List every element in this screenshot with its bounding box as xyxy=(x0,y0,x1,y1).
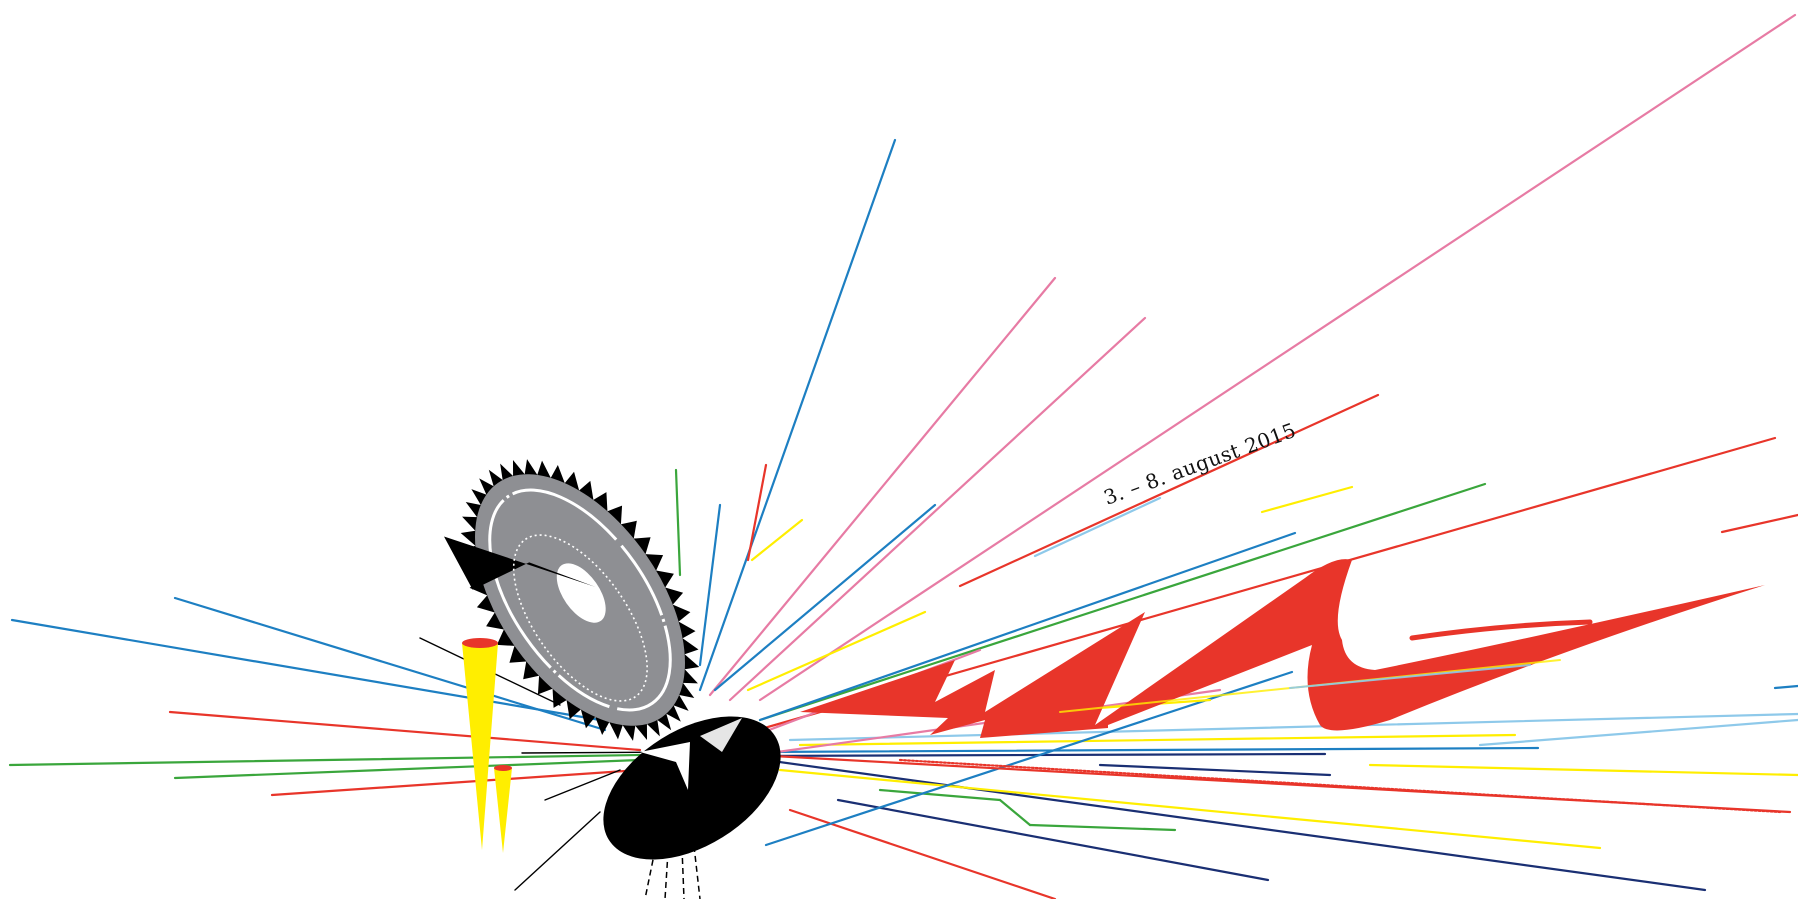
overlay-streaks xyxy=(1059,659,1561,713)
ray-line xyxy=(173,758,642,780)
ray-line xyxy=(763,758,1707,892)
ray-line xyxy=(746,610,927,692)
ray-line xyxy=(544,769,621,801)
lightning-zigzag-icon xyxy=(800,559,1765,738)
ray-line xyxy=(798,733,1517,747)
ray-line xyxy=(788,808,1057,899)
ray-line xyxy=(758,13,1797,702)
ray-line xyxy=(746,463,768,562)
event-date-label: 3. – 8. august 2015 xyxy=(1101,418,1300,510)
ray-line xyxy=(1028,823,1177,832)
ray-line xyxy=(1773,684,1798,690)
ray-line xyxy=(698,138,897,692)
ray-line xyxy=(998,798,1032,827)
ray-line xyxy=(728,316,1147,702)
ray-line xyxy=(758,482,1487,722)
ray-line xyxy=(10,618,602,722)
ray-line xyxy=(698,503,722,667)
ray-line xyxy=(674,468,682,577)
ray-line xyxy=(758,746,1540,754)
red-brush-stroke xyxy=(1409,619,1593,641)
ray-line xyxy=(1720,513,1798,534)
yellow-cone-icon xyxy=(462,638,512,853)
radiating-lines xyxy=(8,13,1798,899)
black-disc-icon xyxy=(603,716,781,899)
ray-line xyxy=(788,712,1798,742)
ray-line xyxy=(958,393,1380,588)
ray-line xyxy=(836,798,1270,882)
ray-line xyxy=(778,768,1602,850)
ray-line xyxy=(1260,485,1354,514)
ray-line xyxy=(8,753,642,767)
ray-line xyxy=(514,811,601,891)
ray-line xyxy=(1098,763,1332,777)
ray-line xyxy=(708,276,1057,697)
ray-line xyxy=(173,596,607,732)
saw-blade-icon xyxy=(443,459,700,741)
ray-line xyxy=(758,531,1297,722)
ray-line xyxy=(878,788,1002,802)
ray-line xyxy=(750,518,804,562)
ray-line xyxy=(168,710,642,752)
ray-line xyxy=(270,768,642,797)
dotted-ray-line xyxy=(898,758,1782,814)
ray-line xyxy=(1478,718,1798,747)
ray-line xyxy=(1368,763,1798,777)
ray-line xyxy=(713,503,937,692)
ray-line xyxy=(1033,496,1162,558)
